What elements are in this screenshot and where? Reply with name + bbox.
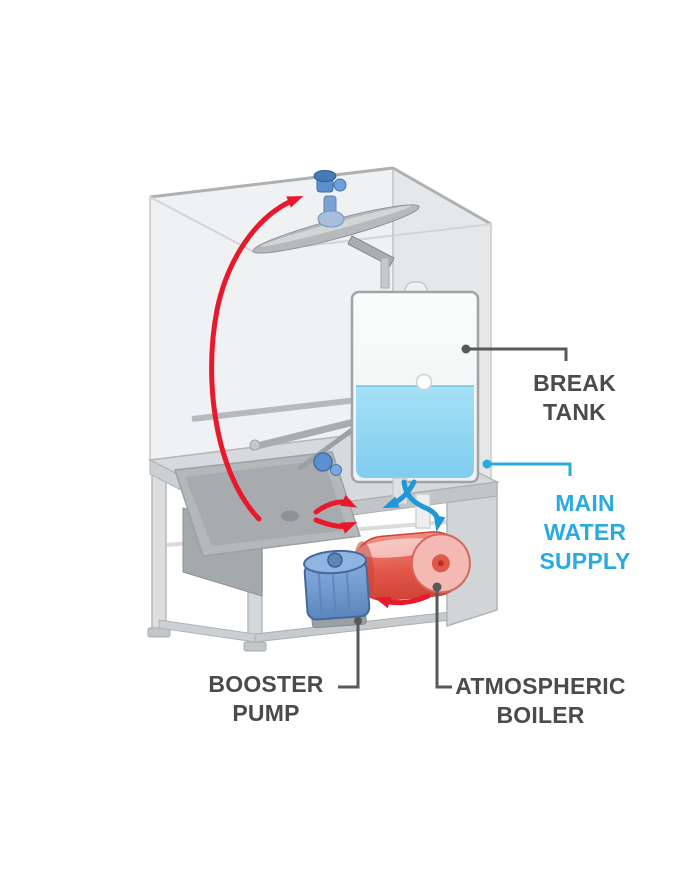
booster-pump-label: BOOSTER PUMP xyxy=(208,671,324,726)
frame-bottom-rail-left xyxy=(158,619,256,643)
sink-basin-inner xyxy=(185,460,348,546)
main-water-supply-leader-dot xyxy=(482,459,492,469)
red-arrow-sump-out-lower xyxy=(313,517,358,534)
sink-drain xyxy=(281,510,299,522)
frame-left-leg xyxy=(151,459,167,631)
frame-mid-foot xyxy=(243,641,267,652)
inlet-valve-outlet xyxy=(333,178,347,192)
lower-wash-arm-knob xyxy=(330,464,342,476)
atmospheric-boiler-leader xyxy=(432,582,452,689)
lower-wash-arm xyxy=(249,416,366,476)
tank-float xyxy=(415,373,433,391)
tank-water xyxy=(356,386,474,478)
main-water-supply-leader-line xyxy=(487,462,572,476)
lower-wash-arm-tee xyxy=(249,439,261,451)
break-tank-leader-line xyxy=(466,347,568,361)
break-tank xyxy=(350,281,480,505)
lower-wash-arm-hub xyxy=(313,452,333,472)
break-tank-leader xyxy=(461,344,568,361)
red-flow-arrows xyxy=(209,195,431,609)
booster-pump-leader-dot xyxy=(354,617,362,625)
pump-top-boss xyxy=(327,552,343,568)
main-water-supply-label: MAIN WATER SUPPLY xyxy=(539,490,631,574)
boiler-end-cap-dot xyxy=(437,560,444,567)
top-wash-arm xyxy=(252,170,420,289)
wash-arm-hub xyxy=(317,210,345,228)
break-tank-label: BREAK TANK xyxy=(533,370,616,425)
blue-flow-arrows xyxy=(382,479,446,532)
pump-rib xyxy=(345,571,351,612)
atmospheric-boiler-leader-dot xyxy=(432,582,442,592)
pump-rib xyxy=(331,572,337,615)
hood-front-rim-left xyxy=(149,196,255,253)
lower-wash-arm-bar2 xyxy=(297,427,355,471)
wash-arm-drop-pipe xyxy=(380,257,390,289)
break-tank-leader-dot xyxy=(461,344,471,354)
red-arrow-sump-out-upper xyxy=(313,495,358,515)
red-arrow-boiler-to-pump xyxy=(374,593,431,609)
atmospheric-boiler-label: ATMOSPHERIC BOILER xyxy=(455,673,626,728)
inlet-valve-cap xyxy=(313,170,337,182)
booster-pump-leader-line xyxy=(338,621,360,689)
booster-pump-leader xyxy=(338,617,362,689)
red-arrow-sump-to-wash-arm xyxy=(209,195,304,522)
pump-rib xyxy=(317,573,323,614)
lower-rail xyxy=(191,396,367,422)
hood-top-rim-right xyxy=(392,166,492,226)
hood-top-rim-left xyxy=(149,166,394,199)
lower-wash-arm-bar xyxy=(249,416,366,451)
main-water-supply-leader xyxy=(482,459,572,476)
booster-pump xyxy=(303,549,371,629)
atmospheric-boiler-leader-line xyxy=(435,587,452,689)
blue-arrow-tank-outlet xyxy=(382,479,417,508)
